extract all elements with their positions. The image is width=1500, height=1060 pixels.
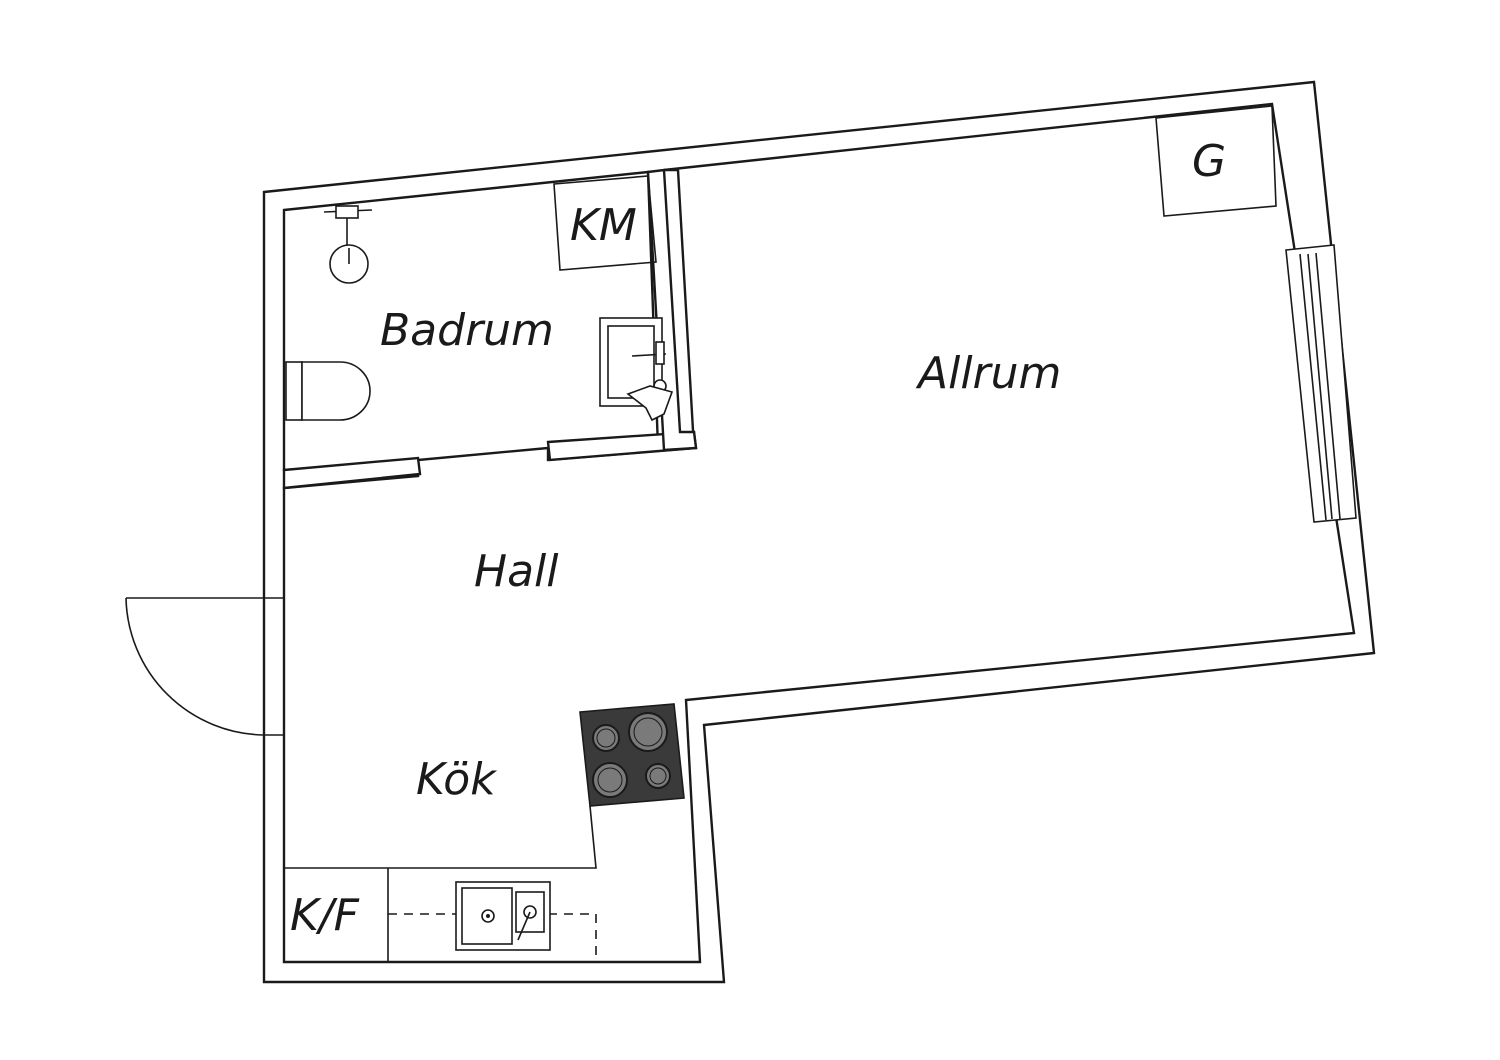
fixture-label-g: G [1192,136,1226,187]
fixture-label-km: KM [570,200,637,251]
g-closet [1155,105,1277,217]
room-label-allrum: Allrum [915,348,1061,399]
washbasin-icon [599,317,674,422]
toilet-icon [285,361,371,421]
window [1285,244,1357,523]
room-label-kok: Kök [416,754,497,805]
entry-door [125,597,284,736]
shower-icon [323,205,373,284]
bathroom-partition-left [282,456,422,490]
fixture-label-kf: K/F [290,890,360,941]
km-closet [553,175,657,271]
room-label-badrum: Badrum [380,305,554,356]
sink-icon [455,881,551,951]
room-label-hall: Hall [474,546,559,597]
stove-icon [579,703,685,807]
